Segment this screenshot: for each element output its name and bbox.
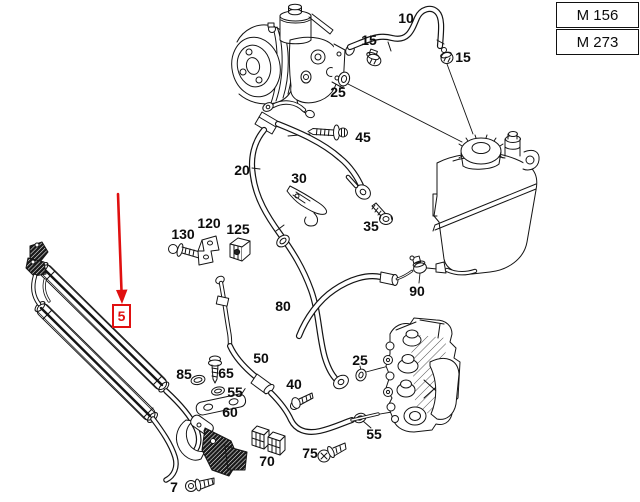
part-label-40-18[interactable]: 40 [286, 376, 302, 392]
part-label-10-0[interactable]: 10 [398, 10, 414, 26]
power-steering-pump [231, 3, 346, 119]
part-label-75-22[interactable]: 75 [302, 445, 318, 461]
mount-plate-60 [195, 388, 247, 421]
return-hose-10 [345, 9, 445, 56]
part-label-55-15[interactable]: 55 [227, 384, 243, 400]
part-label-20-5[interactable]: 20 [234, 162, 250, 178]
o-ring-icon [190, 374, 225, 396]
part-label-55-20[interactable]: 55 [366, 426, 382, 442]
hose-clamp-90-icon [409, 255, 427, 274]
cooler-pipe-50 [215, 275, 380, 432]
banjo-bolt-35-icon [371, 202, 393, 225]
screw-130-icon [168, 243, 203, 259]
part-label-25-19[interactable]: 25 [352, 352, 368, 368]
part-label-25-3[interactable]: 25 [330, 84, 346, 100]
part-label-15-1[interactable]: 15 [361, 32, 377, 48]
cooler-hoses [153, 391, 199, 480]
clip-125-icon [229, 237, 251, 262]
part-label-130-8[interactable]: 130 [171, 226, 195, 242]
lever-bracket-30 [286, 185, 328, 227]
o-ring-icon [337, 71, 351, 87]
screw-65-icon [208, 355, 222, 384]
model-code-m273: M 273 [556, 29, 639, 55]
model-code-m156: M 156 [556, 2, 639, 28]
steering-gear [383, 317, 461, 433]
banjo-bolt-45-icon [307, 124, 348, 141]
part-label-65-14[interactable]: 65 [218, 365, 234, 381]
part-label-120-9[interactable]: 120 [197, 215, 221, 231]
screw-75-icon [317, 442, 347, 463]
part-label-85-13[interactable]: 85 [176, 366, 192, 382]
part-label-35-7[interactable]: 35 [363, 218, 379, 234]
part-label-90-12[interactable]: 90 [409, 283, 425, 299]
part-label-80-11[interactable]: 80 [275, 298, 291, 314]
part-label-125-10[interactable]: 125 [226, 221, 250, 237]
line-clip-pair-70 [251, 425, 286, 456]
reservoir-hose-80 [299, 269, 414, 336]
pressure-hose-20 [252, 101, 371, 390]
part-label-7-23[interactable]: 7 [170, 479, 178, 495]
part-label-15-2[interactable]: 15 [455, 49, 471, 65]
part-label-50-17[interactable]: 50 [253, 350, 269, 366]
part-label-30-6[interactable]: 30 [291, 170, 307, 186]
screw-7-icon [185, 477, 215, 492]
part-label-45-4[interactable]: 45 [355, 129, 371, 145]
highlighted-part-box[interactable]: 5 [112, 304, 131, 328]
highlight-arrow [116, 192, 128, 304]
screw-40-icon [291, 392, 314, 409]
bracket-120-icon [197, 235, 220, 266]
part-label-70-21[interactable]: 70 [259, 453, 275, 469]
heat-shield [201, 427, 248, 477]
hose-clamp-icon [366, 48, 382, 67]
oil-cooler [25, 241, 170, 424]
hose-clamp-icon [440, 47, 454, 65]
fluid-reservoir [432, 131, 540, 275]
part-label-60-16[interactable]: 60 [222, 404, 238, 420]
